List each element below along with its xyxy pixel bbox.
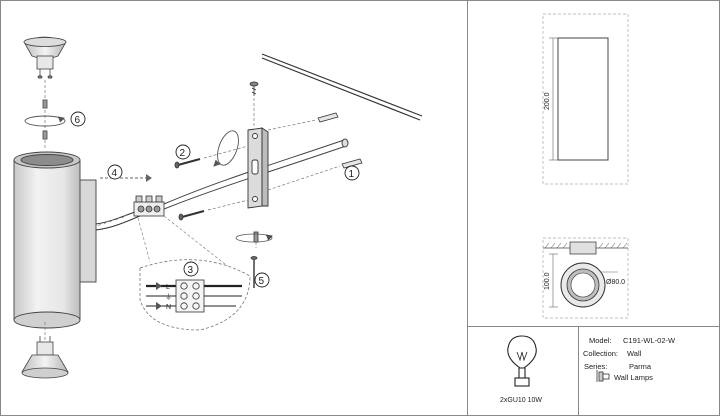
step-3-label: 3	[188, 265, 194, 276]
plug-guide-top	[267, 119, 317, 131]
height-dimension: 200.0	[544, 92, 551, 110]
side-view-drawing: 100.0 Ø80.0	[542, 237, 629, 319]
model-value: C191-WL-02-W	[623, 336, 676, 345]
terminal-earth-label: ⏚	[165, 293, 172, 301]
bottom-screw	[235, 231, 273, 288]
screw-guide-top	[203, 145, 249, 159]
step-markers	[70, 111, 360, 288]
lamp-screws	[174, 157, 205, 221]
mounting-bracket	[247, 127, 269, 209]
lamp-body	[13, 151, 97, 329]
wiring-detail: L ⏚ N	[139, 259, 251, 331]
bottom-bulb	[21, 336, 69, 379]
bracket-screw-top	[249, 81, 259, 96]
wall-lamp-category-icon	[596, 370, 610, 382]
step-1-label: 1	[349, 169, 355, 180]
wall-edge	[261, 53, 423, 121]
bulb-spec-text: 2xGU10 10W	[500, 397, 542, 404]
model-label: Model:	[589, 336, 612, 345]
terminal-live-label: L	[166, 284, 170, 291]
plug-guide-bottom	[267, 165, 341, 191]
step-4-label: 4	[112, 168, 118, 179]
top-bulb	[23, 36, 67, 79]
step-5-label: 5	[259, 276, 265, 287]
rotation-arrow-top	[24, 99, 66, 140]
front-view-drawing: 200.0	[542, 13, 629, 185]
step-2-label: 2	[180, 148, 186, 159]
rotation-arrow-bracket	[213, 130, 239, 167]
collection-value: Wall	[627, 349, 642, 358]
bulb-icon	[507, 335, 537, 387]
assembly-drawing: L ⏚ N 6 2 3 4 5 1	[13, 36, 423, 379]
collection-label: Collection:	[583, 349, 619, 358]
diameter-dimension: Ø80.0	[606, 279, 625, 286]
step4-arrowhead	[146, 174, 152, 182]
series-label: Series:	[584, 362, 608, 371]
series-value: Parma	[629, 362, 652, 371]
terminal-neutral-label: N	[166, 304, 171, 311]
wall-plugs	[317, 112, 363, 169]
category-value: Wall Lamps	[614, 373, 653, 382]
callout-connectors	[137, 215, 231, 269]
depth-dimension: 100.0	[544, 272, 551, 290]
screw-guide-bottom	[207, 199, 249, 211]
terminal-block	[133, 195, 165, 217]
step-6-label: 6	[75, 115, 81, 126]
